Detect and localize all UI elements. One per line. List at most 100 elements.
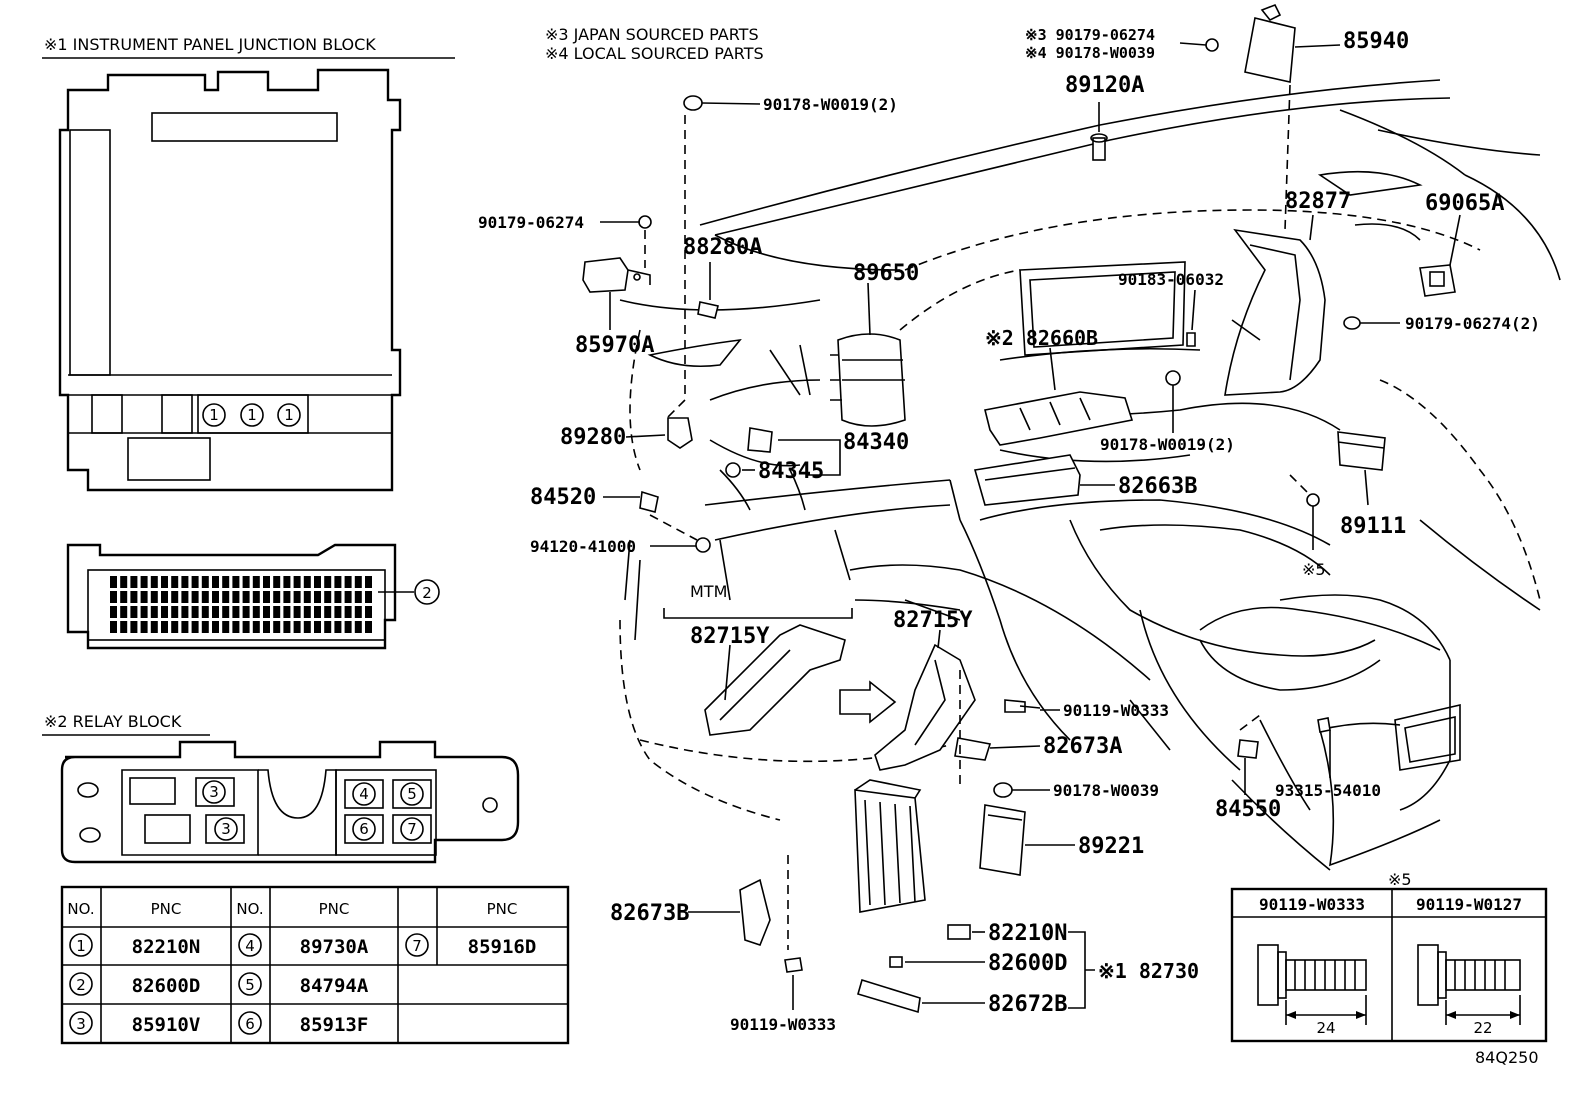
connector-pin [334,576,342,588]
part-90179-06274-right-nut [1343,316,1361,330]
connector-pin [161,621,168,633]
label-90179-06274-left: 90179-06274 [478,213,584,232]
part-82663B-cover [973,454,1081,506]
bolt-right-drawing [1417,944,1521,1025]
connector-pin [120,606,128,618]
connector-pin [130,606,138,618]
connector-pin [191,606,199,618]
connector-pin [212,576,219,588]
connector-marker-2: 2 [414,579,440,605]
part-84345-washer [725,462,741,478]
fuse-marker-1b: 1 [240,403,264,427]
connector-pin [232,621,240,633]
connector-pin [303,576,311,588]
part-90183-06032-bolt [1186,332,1196,347]
label-82672B: 82672B [988,992,1067,1017]
fuse-marker-1c: 1 [277,403,301,427]
relay-marker-7: 7 [400,817,424,841]
part-82673A-bracket [954,737,992,761]
pnc-marker-circle [238,933,262,957]
relay-block-heading: ※2 RELAY BLOCK [44,712,182,731]
connector-pin [242,606,250,618]
connector-pin [150,576,158,588]
label-82877: 82877 [1285,189,1351,214]
connector-pin [181,576,189,588]
part-89120A-clip [1090,133,1108,161]
label-89221: 89221 [1078,834,1144,859]
label-89650: 89650 [853,261,919,286]
connector-pin [324,621,332,633]
label-90178-W0019-2-mid: 90178-W0019(2) [1100,435,1235,454]
connector-pin [120,576,128,588]
relay-marker-6: 6 [352,817,376,841]
connector-pin [201,591,209,603]
pnc-part-number: 85910V [132,1014,201,1036]
label-85970A: 85970A [575,333,654,358]
part-82673B-bracket [739,878,771,946]
connector-pin [293,591,301,603]
connector-pin [242,621,250,633]
part-94120-41000-nut [695,537,711,553]
bolt-left-part: 90119-W0333 [1259,895,1365,914]
connector-pin [212,606,219,618]
connector-pin [232,591,240,603]
connector-pin [273,591,281,603]
connector-pin [201,576,209,588]
connector-pin [252,576,260,588]
connector-pin [181,621,189,633]
pnc-part-number: 82600D [132,975,201,997]
pnc-header-no-2: NO. [236,900,263,918]
pnc-part-number: 85916D [468,936,537,958]
part-82672B-plate [857,978,921,1014]
mtm-label: MTM [690,582,727,601]
part-90179-06274-left-nut [638,215,652,229]
connector-pin [354,621,362,633]
label-94120-41000: 94120-41000 [530,537,636,556]
part-90178-W0019-mid-nut [1165,370,1181,386]
connector-pin [110,621,117,633]
connector-pin [120,591,128,603]
part-82877-bracket [1224,228,1326,396]
local-sourced-heading: ※4 LOCAL SOURCED PARTS [545,44,764,63]
relay-marker-4: 4 [352,782,376,806]
svg-text:6: 6 [359,820,369,838]
label-69065A: 69065A [1425,191,1504,216]
label-84340: 84340 [843,430,909,455]
connector-pin [110,591,117,603]
part-90119-W0333-upper-bolt [1004,699,1041,713]
connector-pin [130,621,138,633]
connector-pin [191,576,199,588]
connector-pin [140,591,148,603]
connector-pin [344,621,352,633]
connector-pin [303,621,311,633]
connector-pin [293,606,301,618]
pnc-header-pnc-2: PNC [319,900,350,918]
mtm-bracket-group: MTM [663,582,853,619]
connector-pin [150,591,158,603]
connector-pin [273,606,281,618]
fuse-marker-1a: 1 [202,403,226,427]
connector-pin [201,606,209,618]
label-82663B: 82663B [1118,474,1197,499]
connector-pin [252,621,260,633]
pnc-row-number: 7 [412,937,422,955]
svg-text:1: 1 [209,406,219,424]
connector-pin [344,591,352,603]
connector-pin [130,576,138,588]
connector-pin [365,591,372,603]
relay-marker-3a: 3 [202,780,226,804]
bolt-left-drawing [1257,944,1367,1025]
part-93315-54010-screw [1317,717,1331,733]
connector-pin [222,576,230,588]
part-90178-W0019-top-nut [683,95,703,111]
label-90179-06274-2: 90179-06274(2) [1405,314,1540,333]
connector-pin [171,576,179,588]
connector-pin [191,591,199,603]
connector-pin [130,591,138,603]
connector-pin [365,606,372,618]
bolt-right-part: 90119-W0127 [1416,895,1522,914]
connector-pin [314,591,321,603]
svg-text:3: 3 [221,820,231,838]
connector-pin [150,621,158,633]
